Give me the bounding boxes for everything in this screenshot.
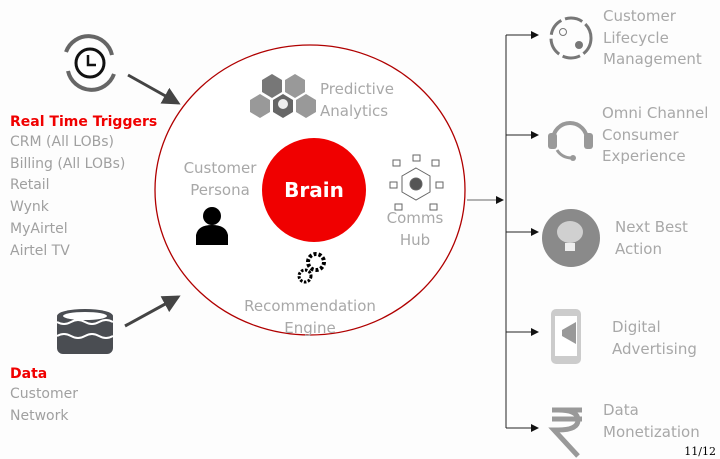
output-data-monetization: Data Monetization	[603, 401, 700, 441]
clock-refresh-icon	[64, 34, 116, 92]
brain-bulb-icon	[542, 209, 600, 267]
data-arrow	[124, 295, 181, 328]
data-item: Customer	[10, 386, 79, 402]
output-digital-advertising: Digital Advertising	[612, 318, 697, 358]
trigger-item: MyAirtel	[10, 220, 68, 237]
data-item: Network	[10, 407, 69, 424]
brain-core-circle	[262, 138, 366, 242]
customer-persona-label: Customer Persona	[183, 159, 257, 199]
triggers-list: CRM (All LOBs) Billing (All LOBs) Retail…	[10, 132, 125, 262]
trigger-item: Airtel TV	[10, 242, 70, 259]
lifecycle-icon	[549, 16, 593, 60]
database-icon	[56, 309, 114, 354]
predictive-analytics-icon	[250, 74, 316, 118]
trigger-item: CRM (All LOBs)	[10, 134, 114, 150]
data-title: Data	[10, 366, 48, 382]
triggers-title: Real Time Triggers	[10, 114, 158, 130]
mobile-megaphone-icon	[551, 309, 581, 364]
trigger-item: Retail	[10, 177, 50, 194]
data-list: Customer Network	[10, 384, 78, 427]
person-icon	[196, 207, 228, 245]
trigger-item: Billing (All LOBs)	[10, 155, 126, 172]
comms-hub-label: Comms Hub	[386, 209, 444, 249]
output-next-best-action: Next Best Action	[615, 218, 688, 258]
trigger-arrow	[127, 73, 181, 105]
rupee-icon	[548, 407, 582, 458]
trigger-item: Wynk	[10, 199, 49, 216]
output-clm: Customer Lifecycle Management	[603, 7, 702, 68]
gears-icon	[297, 252, 326, 284]
comms-hub-icon	[389, 154, 444, 211]
recommendation-engine-label: Recommendation Engine	[244, 297, 376, 337]
headset-icon	[548, 121, 593, 161]
brain-label: Brain	[284, 178, 344, 202]
page-number: 11/12	[684, 445, 716, 458]
output-omni-channel: Omni Channel Consumer Experience	[602, 104, 709, 165]
predictive-analytics-label: Predictive Analytics	[320, 80, 394, 120]
